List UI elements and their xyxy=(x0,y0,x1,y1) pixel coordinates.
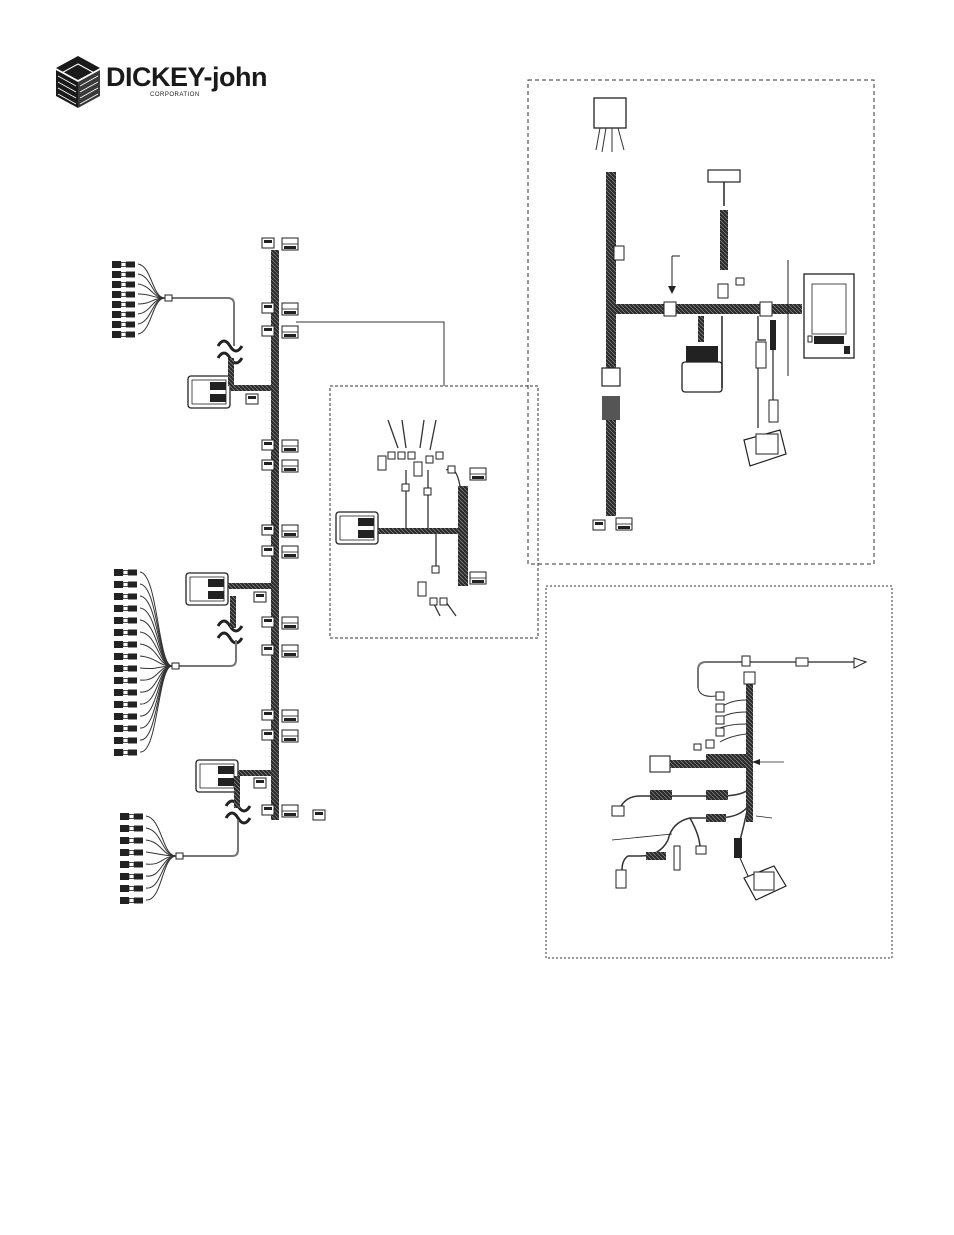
seed-sensor-bundle-3 xyxy=(120,813,176,904)
seed-sensor-bundle-1 xyxy=(112,261,165,338)
module-middle xyxy=(186,573,228,605)
seed-sensor-bundle-2 xyxy=(114,569,172,756)
module-lower xyxy=(196,760,238,792)
dashed-box-connector-detail xyxy=(330,386,538,638)
module-upper xyxy=(188,376,230,408)
dashed-box-cab-harness xyxy=(528,80,874,564)
dotted-box-power-harness xyxy=(546,586,892,958)
